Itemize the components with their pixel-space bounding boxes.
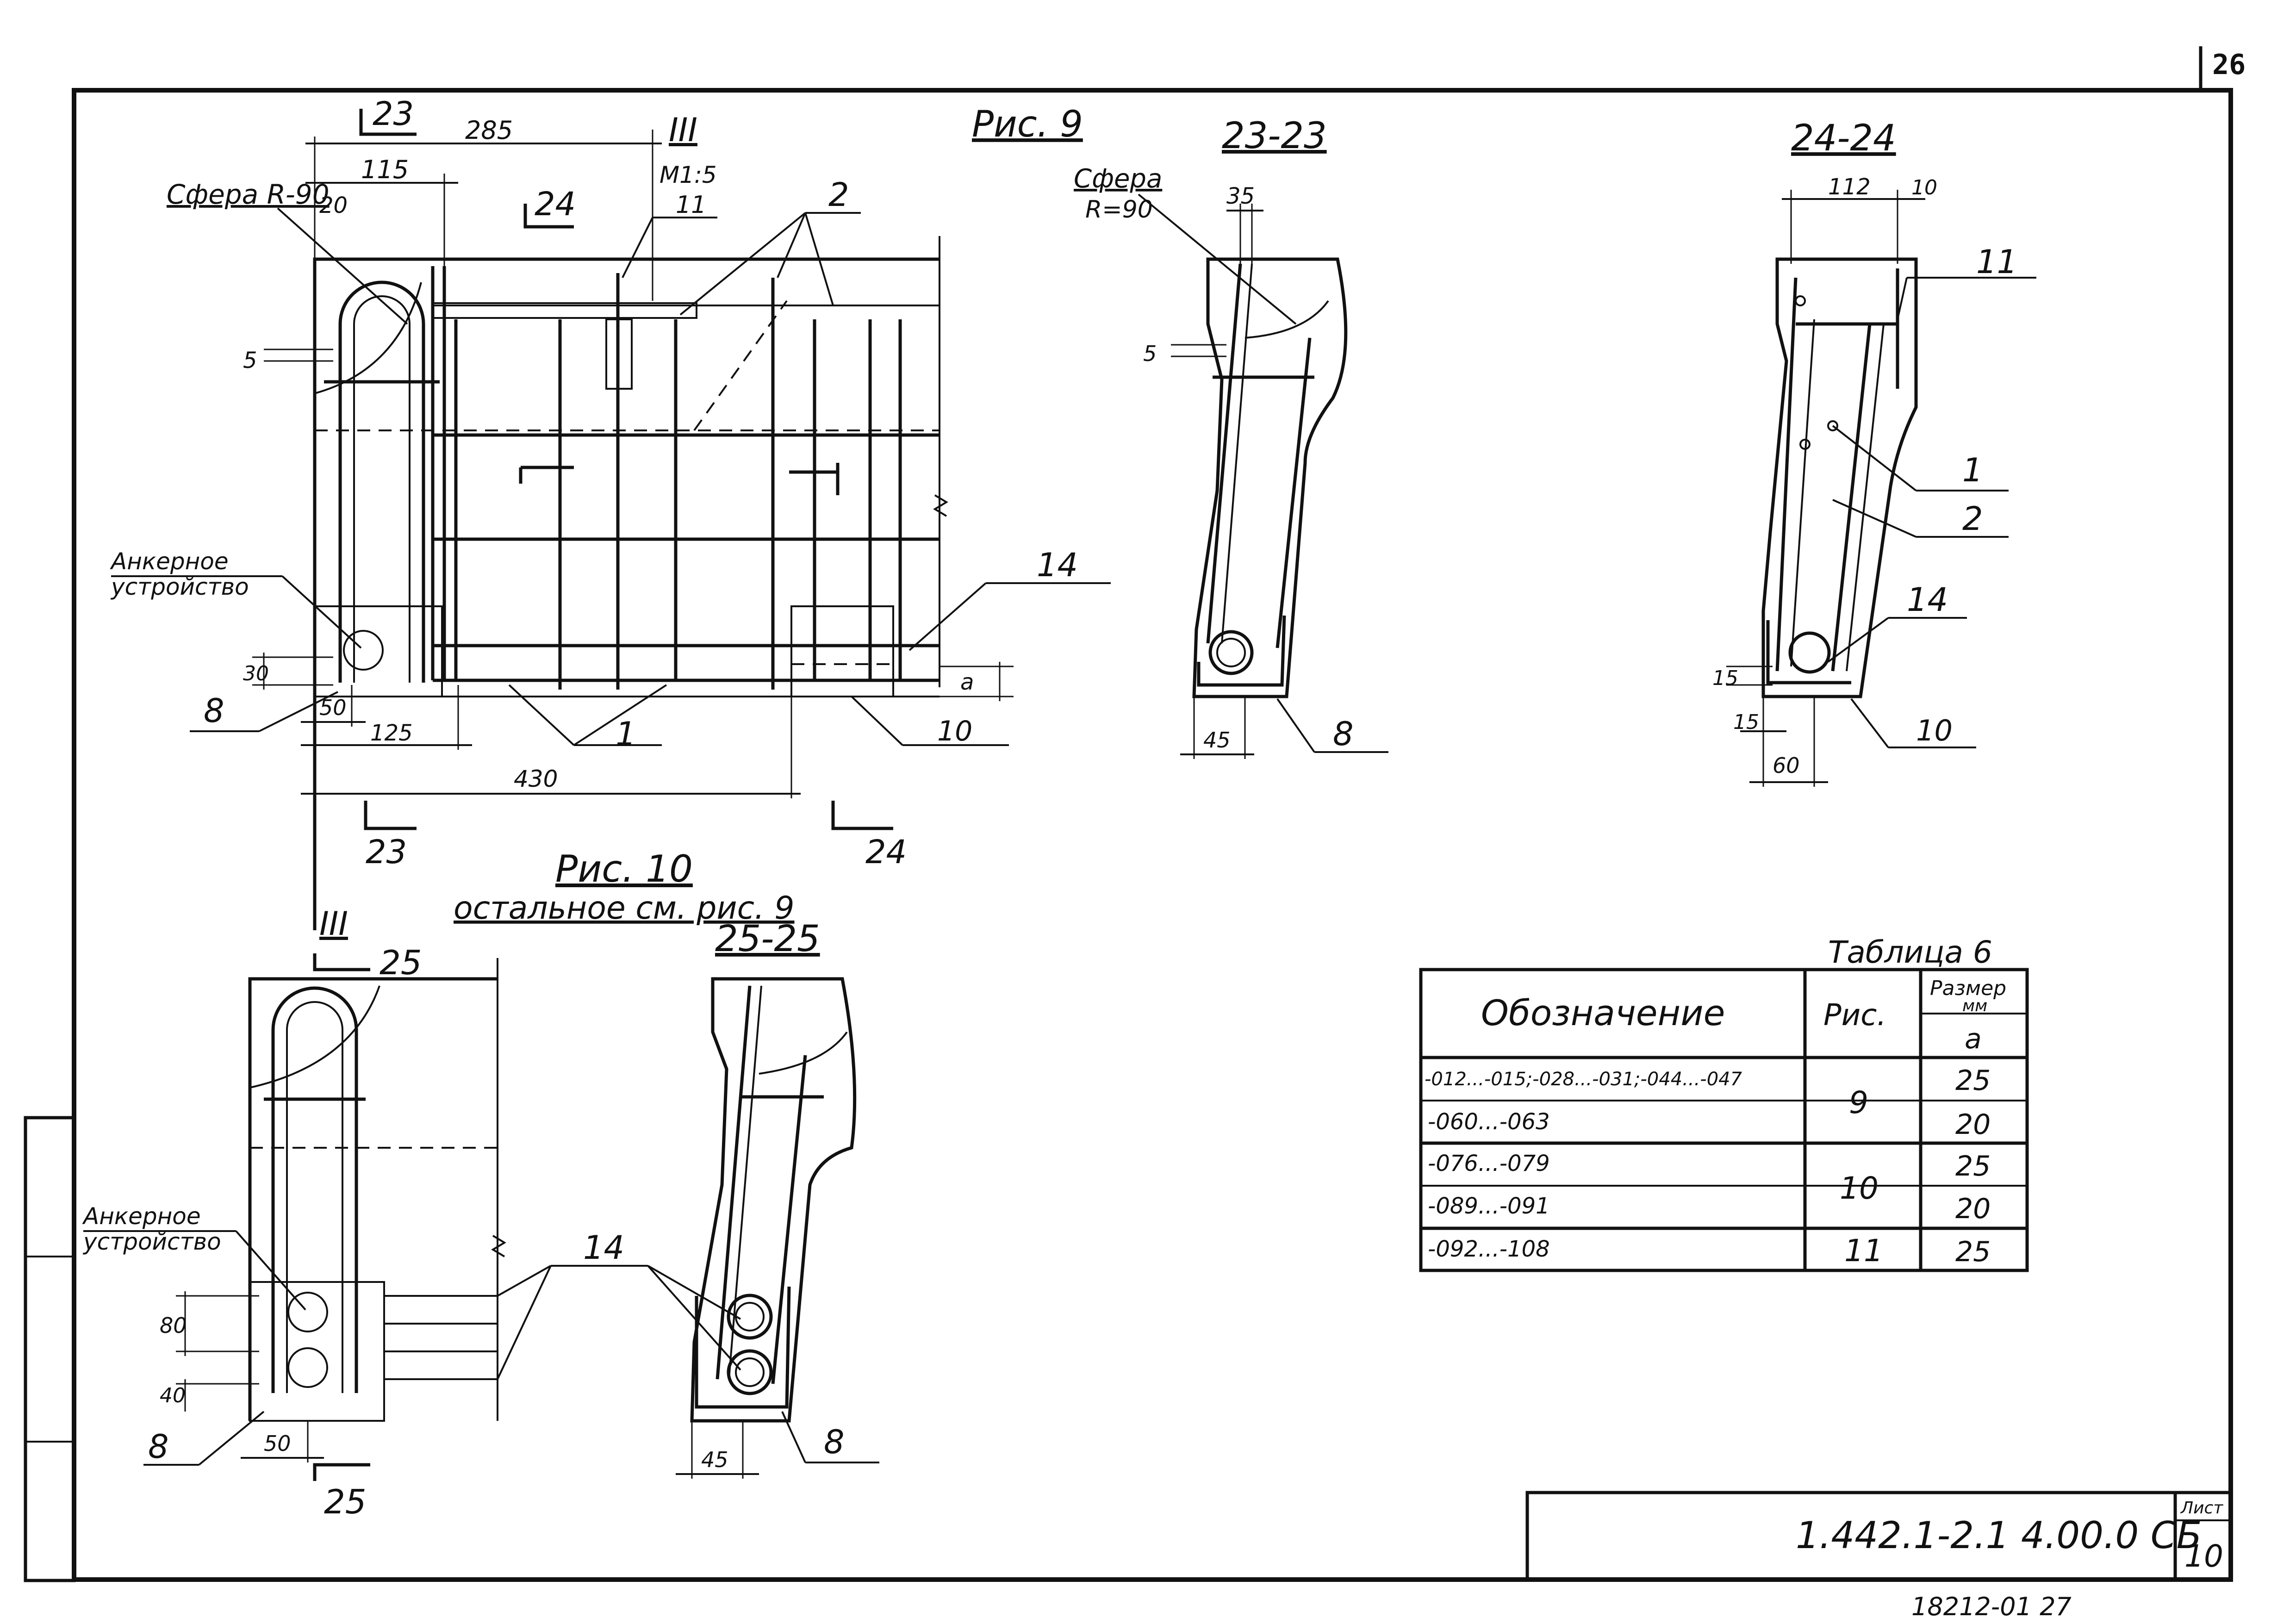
table6-row-3-designation: -076...-079 (1428, 1151, 1550, 1176)
fig9-view: Рис. 9 (110, 95, 1111, 930)
sec23-dim-35: 35 (1226, 183, 1255, 209)
table6-fig-11: 11 (1844, 1233, 1883, 1269)
table6-caption: Таблица 6 (1828, 934, 1992, 970)
sec24-dim-60: 60 (1773, 753, 1800, 778)
sec23-callout-8: 8 (1333, 715, 1354, 753)
section-24-view: 24-24 112 10 15 15 60 11 1 2 (1712, 118, 2036, 787)
table6-row-5-designation: -092...-108 (1428, 1236, 1550, 1262)
table6-row-4-size: 20 (1955, 1193, 1991, 1225)
fig9-section-23-top: 23 (373, 95, 414, 133)
fig9-callout-2: 2 (828, 176, 849, 214)
fig10-title: Рис. 10 (555, 847, 693, 890)
table6-row-3-size: 25 (1955, 1150, 1991, 1182)
fig9-callout-14: 14 (1037, 546, 1078, 584)
table6-row-2-designation: -060...-063 (1428, 1109, 1550, 1135)
sec24-callout-14: 14 (1907, 581, 1948, 619)
fig10-callout-8: 8 (148, 1428, 169, 1466)
fig10-anchor-label-1: Анкерное (82, 1203, 201, 1230)
fig10-section-bottom: 25 (324, 1482, 367, 1521)
fig9-vertical-bars (431, 266, 902, 690)
sheet-frame: 26 18212-01 27 (24, 46, 2246, 1621)
archive-number: 18212-01 27 (1911, 1592, 2072, 1621)
fig9-dim-20: 20 (319, 193, 348, 218)
sec23-dim-5: 5 (1143, 341, 1157, 366)
sec23-sphere-label-1: Сфера (1074, 164, 1162, 194)
sec24-callout-11: 11 (1976, 243, 2017, 281)
table6-header-designation: Обозначение (1481, 992, 1725, 1033)
fig10-dim-80: 80 (160, 1313, 187, 1338)
fig9-dim-a: a (960, 669, 974, 695)
fig9-callout-10: 10 (937, 715, 972, 747)
sec23-sphere-label-2: R=90 (1085, 196, 1153, 224)
table6-row-2-size: 20 (1955, 1108, 1991, 1141)
sec25-title: 25-25 (715, 918, 820, 960)
fig10-scale-ref: III (319, 905, 348, 943)
fig9-horizontal-bars (433, 305, 940, 682)
table6-header-size-1: Размер (1930, 977, 2006, 1000)
sec23-dim-45: 45 (1203, 728, 1231, 753)
fig10-callout-14: 14 (583, 1229, 624, 1267)
sec24-callout-1: 1 (1962, 451, 1983, 489)
table6-fig-9: 9 (1849, 1085, 1868, 1120)
fig9-callout-11: 11 (676, 191, 706, 219)
sec23-title: 23-23 (1222, 115, 1327, 157)
sec24-dim-15a: 15 (1712, 666, 1738, 690)
fig9-scale-ref: III (669, 111, 697, 149)
fig9-section-24-top: 24 (535, 185, 576, 223)
fig9-sphere-label: Сфера R-90 (167, 179, 330, 210)
sec24-dim-10: 10 (1911, 176, 1937, 199)
sec24-dim-112: 112 (1828, 174, 1871, 200)
title-doc-code: 1.442.1-2.1 4.00.0 СБ (1796, 1514, 2202, 1557)
fig9-dimensions: 285 115 20 5 30 50 125 430 a (243, 116, 1014, 798)
fig9-dim-5: 5 (243, 348, 257, 373)
sec25-dim-45: 45 (701, 1447, 728, 1472)
fig10-section-top: 25 (380, 943, 422, 982)
fig9-dim-430: 430 (514, 765, 558, 792)
fig9-dim-125: 125 (370, 720, 413, 746)
fig9-anchor-label-2: устройство (110, 573, 249, 600)
section-25-view: 25-25 45 8 (676, 918, 879, 1479)
table6-fig-10: 10 (1840, 1170, 1879, 1206)
table6-header-size-3: a (1965, 1023, 1982, 1055)
table6-row-5-size: 25 (1955, 1236, 1991, 1268)
table6-header-size-2: мм (1962, 996, 1987, 1015)
fig9-title: Рис. 9 (972, 104, 1083, 145)
fig9-dim-115: 115 (361, 155, 409, 184)
sec25-callout-8: 8 (824, 1423, 845, 1461)
corner-number: 26 (2212, 49, 2246, 81)
fig10-anchor-label-2: устройство (82, 1228, 221, 1255)
fig9-section-23-bottom: 23 (366, 833, 407, 871)
fig9-scale: М1:5 (660, 162, 717, 188)
title-sheet-label: Лист (2180, 1499, 2223, 1518)
fig10-subtitle: остальное см. рис. 9 (454, 890, 794, 927)
sec24-callout-10: 10 (1916, 714, 1953, 747)
fig9-dim-30: 30 (243, 662, 269, 685)
table6-header-fig: Рис. (1823, 998, 1886, 1033)
sec24-dim-15b: 15 (1733, 710, 1759, 734)
fig10-view: Рис. 10 остальное см. рис. 9 III 25 25 А… (82, 847, 794, 1521)
title-sheet-number: 10 (2184, 1538, 2223, 1574)
fig9-dim-285: 285 (465, 116, 513, 145)
table6-row-1-size: 25 (1955, 1064, 1991, 1097)
fig9-callout-1: 1 (616, 715, 636, 753)
section-23-view: 23-23 Сфера R=90 35 5 45 8 (1074, 115, 1388, 759)
fig9-callout-8: 8 (204, 692, 224, 730)
fig9-anchor-label-1: Анкерное (110, 548, 229, 575)
table6-row-1-designation: -012...-015;-028...-031;-044...-047 (1425, 1069, 1742, 1090)
fig9-section-24-bottom: 24 (865, 833, 907, 871)
sec24-title: 24-24 (1791, 118, 1896, 159)
fig10-dim-50: 50 (264, 1431, 291, 1456)
fig10-dim-40: 40 (160, 1384, 186, 1407)
sec24-callout-2: 2 (1962, 500, 1983, 538)
table-6: Таблица 6 Обозначение Рис. Размер мм a -… (1419, 934, 2029, 1272)
table6-row-4-designation: -089...-091 (1428, 1193, 1550, 1219)
title-block: 1.442.1-2.1 4.00.0 СБ Лист 10 (1525, 1491, 2233, 1581)
